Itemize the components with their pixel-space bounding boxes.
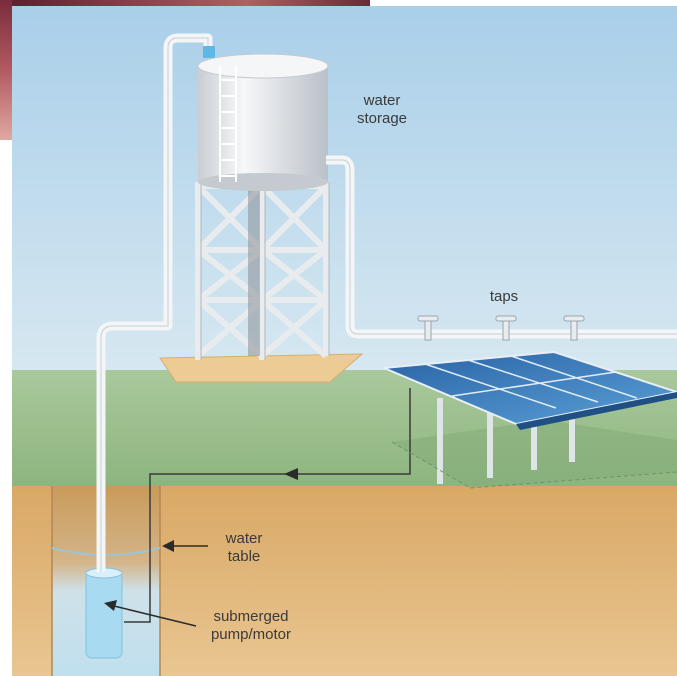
submerged-pump bbox=[85, 567, 123, 659]
distribution-pipe-outline bbox=[326, 159, 677, 335]
tower-down-pipe bbox=[248, 186, 260, 356]
pump-label-line1: submerged bbox=[213, 608, 289, 625]
water-storage-label: water storage bbox=[344, 92, 420, 128]
water-storage-tank bbox=[197, 53, 329, 191]
cropped-photo-edge-left bbox=[0, 0, 12, 140]
cable-direction-arrow bbox=[284, 468, 298, 480]
water-storage-label-line1: water bbox=[363, 92, 401, 109]
cropped-photo-edge-top bbox=[0, 0, 370, 6]
riser-pipe-outline bbox=[100, 37, 209, 572]
pump-label: submerged pump/motor bbox=[188, 608, 314, 644]
power-cable bbox=[124, 388, 411, 623]
tower-base bbox=[159, 353, 364, 383]
water-table-label-line2: table bbox=[227, 548, 261, 565]
tap-1 bbox=[417, 315, 439, 341]
tower-frame-shadow bbox=[200, 182, 330, 360]
pump-label-line2: pump/motor bbox=[210, 626, 292, 643]
tower-frame bbox=[195, 182, 329, 360]
pump-leader bbox=[113, 605, 197, 627]
tap-3 bbox=[563, 315, 585, 341]
sky bbox=[12, 6, 677, 376]
panel-footprint bbox=[391, 441, 677, 489]
water-table-arrow bbox=[162, 540, 174, 552]
water-storage-label-line2: storage bbox=[356, 110, 408, 127]
tap-2 bbox=[495, 315, 517, 341]
inlet-splash bbox=[203, 46, 215, 58]
water-table-label-line1: water bbox=[225, 530, 263, 547]
solar-panel bbox=[383, 350, 677, 430]
taps-label: taps bbox=[489, 288, 519, 305]
solar-panel-legs bbox=[437, 398, 575, 484]
water-table-label: water table bbox=[208, 530, 280, 566]
pump-arrow bbox=[104, 600, 117, 611]
